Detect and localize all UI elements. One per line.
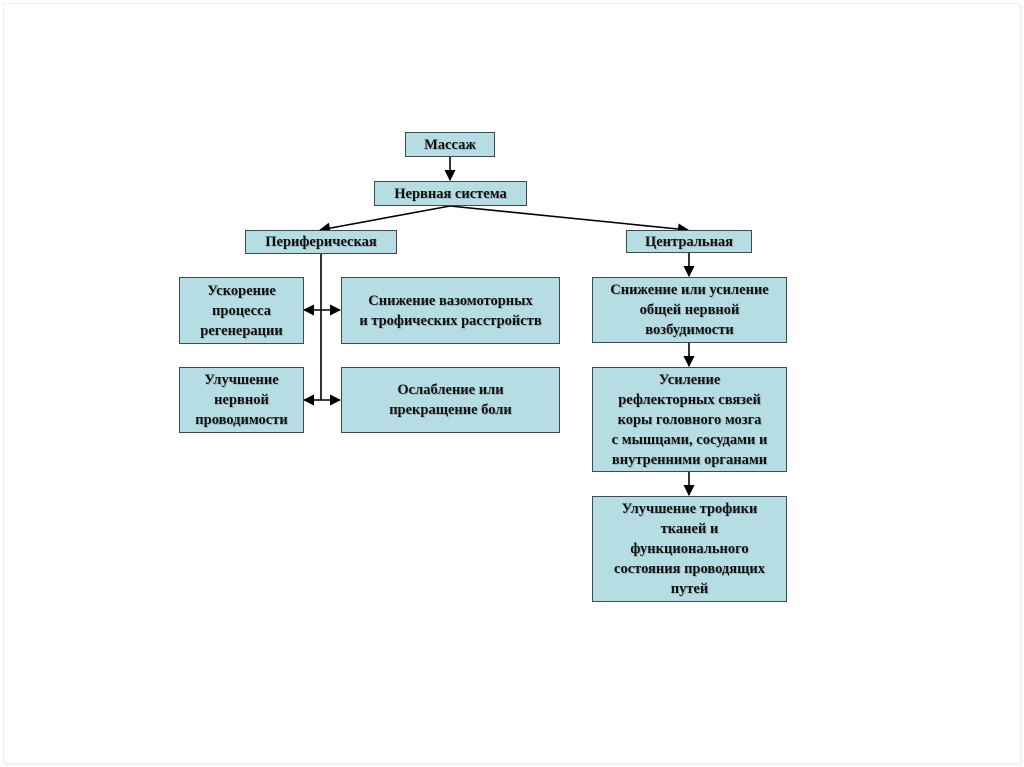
node-regeneration: Ускорение процесса регенерации — [179, 277, 304, 344]
node-central: Центральная — [626, 230, 752, 253]
node-massage: Массаж — [405, 132, 495, 157]
node-conductivity: Улучшение нервной проводимости — [179, 367, 304, 433]
node-vasomotor: Снижение вазомоторных и трофических расс… — [341, 277, 560, 344]
node-pain: Ослабление или прекращение боли — [341, 367, 560, 433]
slide-frame — [3, 3, 1021, 764]
node-nervous-system: Нервная система — [374, 181, 527, 206]
node-excitability: Снижение или усиление общей нервной возб… — [592, 277, 787, 343]
edge-nervous-system-to-central — [449, 205, 690, 235]
node-reflex: Усиление рефлекторных связей коры головн… — [592, 367, 787, 472]
node-trophic: Улучшение трофики тканей и функционально… — [592, 496, 787, 602]
node-peripheral: Периферическая — [245, 230, 397, 254]
edge-nervous-system-to-peripheral — [318, 205, 451, 234]
